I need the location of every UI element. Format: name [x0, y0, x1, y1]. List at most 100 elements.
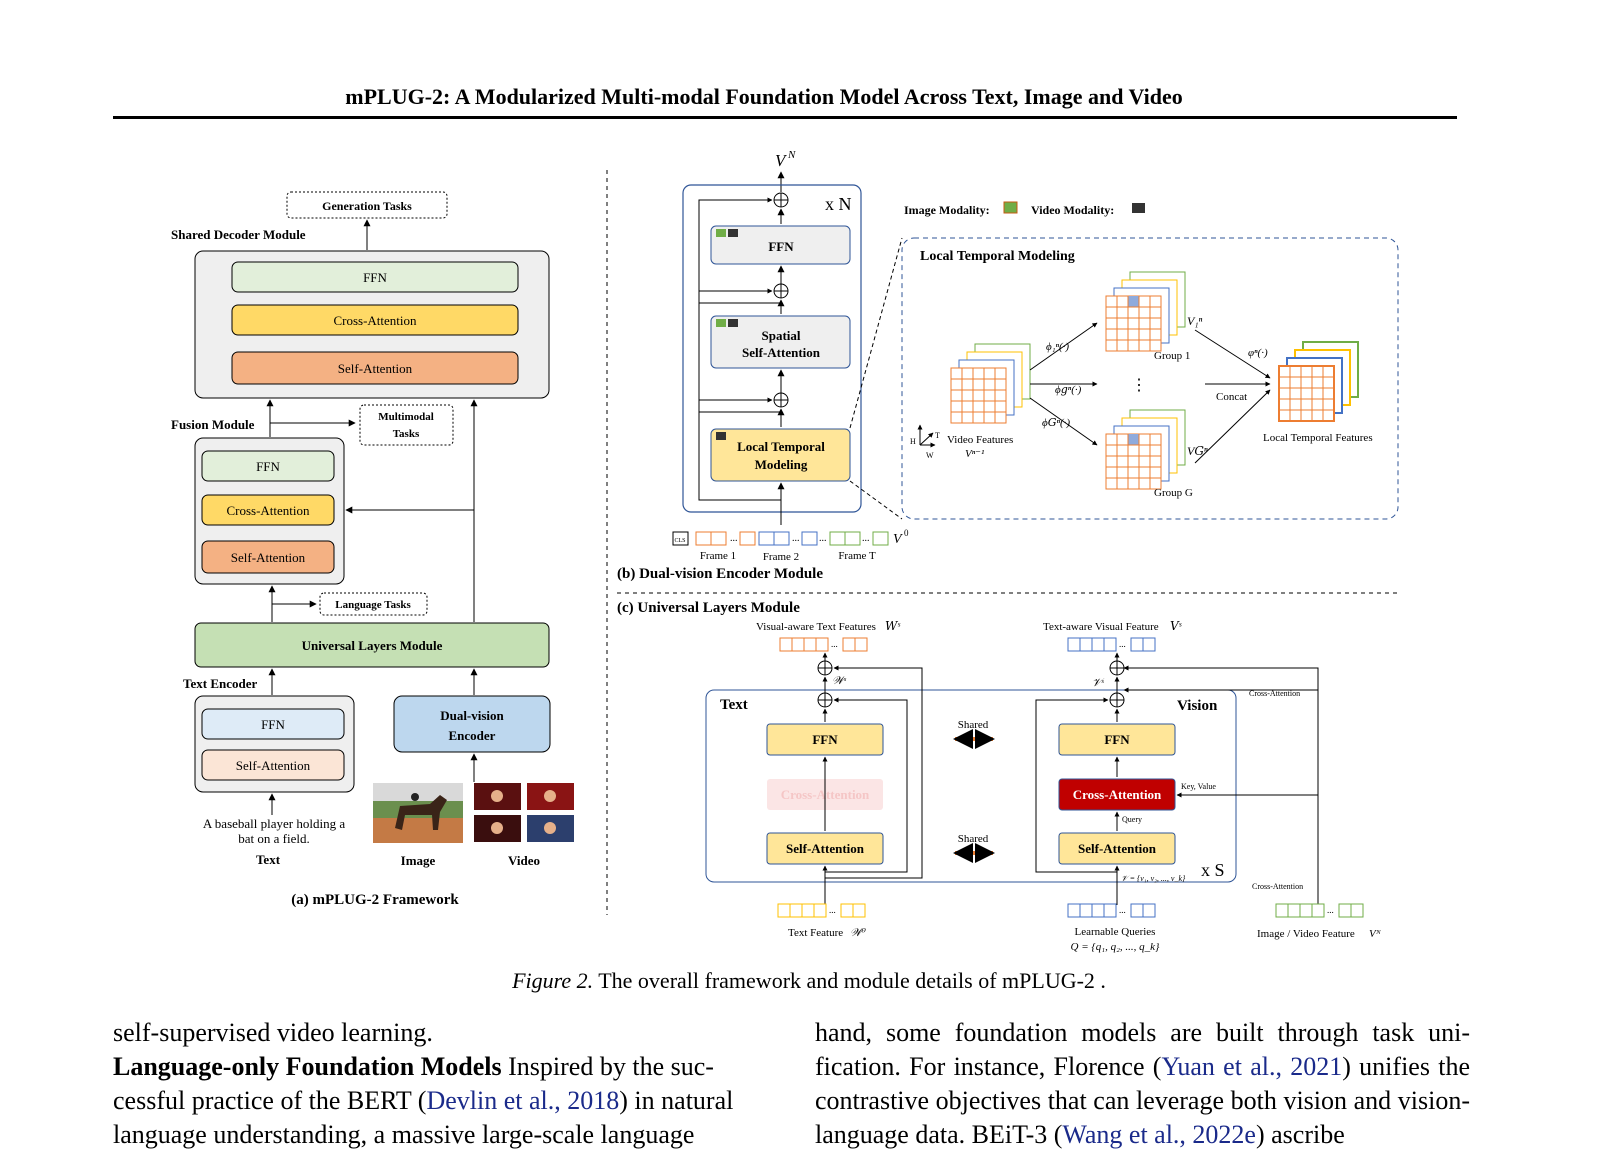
- wcal: 𝒲ˢ: [832, 675, 847, 687]
- universal-layers-label: Universal Layers Module: [302, 638, 443, 653]
- left-line-1: self-supervised video learning.: [113, 1018, 433, 1047]
- phi-g: ϕ𝑔ⁿ(·): [1055, 384, 1082, 396]
- label-text: Text: [256, 852, 281, 867]
- vision-stream-label: Vision: [1177, 698, 1218, 714]
- text-stream-label: Text: [720, 697, 748, 713]
- image-modality-icon: [1003, 201, 1018, 214]
- w0: 𝒲⁰: [850, 927, 867, 939]
- panel-b-caption: (b) Dual-vision Encoder Module: [617, 566, 823, 582]
- citation-yuan[interactable]: Yuan et al., 2021: [1161, 1052, 1343, 1081]
- decoder-self-attention: Self-Attention: [338, 361, 413, 376]
- language-tasks-box: [319, 592, 428, 616]
- generation-tasks-box: [286, 191, 448, 219]
- vGn: V𝐺ⁿ: [1187, 444, 1208, 458]
- repeat-s: x S: [1201, 860, 1225, 880]
- multimodal-tasks-1: Multimodal: [378, 411, 434, 423]
- text-encoder-ffn: FFN: [261, 717, 285, 732]
- right-paragraph-1: hand, some foundation models are built t…: [815, 1016, 1470, 1152]
- multimodal-tasks-box: [359, 404, 454, 446]
- svg-text:...: ...: [1119, 905, 1126, 915]
- figure-caption: Figure 2. The overall framework and modu…: [0, 968, 1618, 994]
- body-column-left: self-supervised video learning. Language…: [113, 1016, 768, 1152]
- fusion-cross-attention: Cross-Attention: [226, 503, 310, 518]
- panel-b-output: V: [775, 151, 788, 170]
- section-heading-language-only: Language-only Foundation Models: [113, 1052, 502, 1081]
- local-temporal-features-label: Local Temporal Features: [1263, 432, 1373, 444]
- axis-h: H: [910, 437, 916, 446]
- fusion-ffn: FFN: [256, 459, 280, 474]
- axis-t: T: [935, 431, 940, 440]
- b-ltm-box: [710, 428, 851, 482]
- sample-text-2: bat on a field.: [238, 831, 309, 846]
- q-set: Q = {q₁, q₂, ..., q_k}: [1071, 941, 1161, 953]
- shared-label-2: Shared: [958, 833, 989, 845]
- b-spatial-1: Spatial: [761, 328, 800, 343]
- groupG-label: Group G: [1154, 487, 1193, 499]
- svg-text:...: ...: [730, 533, 738, 544]
- key-value-label: Key, Value: [1181, 782, 1216, 791]
- svg-text:...: ...: [1327, 905, 1334, 915]
- svg-text:...: ...: [819, 533, 827, 544]
- repeat-n: x N: [825, 194, 852, 214]
- v-set: 𝒱 = {v₁, v₂, ..., v_k}: [1121, 874, 1186, 883]
- svg-text:...: ...: [1119, 639, 1126, 649]
- fusion-self-attention: Self-Attention: [231, 550, 306, 565]
- universal-layer-box: [705, 689, 1237, 883]
- dual-vision-1: Dual-vision: [440, 708, 504, 723]
- b-spatial-box: [710, 315, 851, 369]
- svg-text:...: ...: [829, 905, 836, 915]
- right-p1-text-c: ) ascribe: [1255, 1120, 1345, 1149]
- video-modality-icon: [1132, 203, 1145, 213]
- panel-b: V N x N FFN Spatial Self-Attention Local…: [617, 149, 1399, 582]
- b-ltm-1: Local Temporal: [737, 439, 825, 454]
- video-features-label: Video Features: [947, 434, 1013, 446]
- axis-w: W: [926, 451, 934, 460]
- universal-layers-box: [194, 622, 550, 668]
- v0-sup: 0: [904, 528, 909, 538]
- text-feature-label: Text Feature: [788, 927, 843, 939]
- frame2: Frame 2: [763, 551, 799, 563]
- v0: V: [893, 532, 903, 547]
- b-spatial-2: Self-Attention: [742, 345, 821, 360]
- cls-token: CLS: [674, 538, 685, 544]
- v1n: V₁ⁿ: [1187, 314, 1203, 328]
- panel-a-caption: (a) mPLUG-2 Framework: [291, 892, 459, 908]
- language-tasks-label: Language Tasks: [335, 599, 411, 611]
- generation-tasks-label: Generation Tasks: [322, 199, 412, 213]
- svg-text:...: ...: [792, 533, 800, 544]
- c-text-self-attention: Self-Attention: [786, 841, 865, 856]
- group1-label: Group 1: [1154, 350, 1190, 362]
- b-ltm-2: Modeling: [755, 457, 808, 472]
- citation-devlin[interactable]: Devlin et al., 2018: [426, 1086, 620, 1115]
- groupG-grid: [1105, 409, 1186, 490]
- cross-attention-small-bottom: Cross-Attention: [1252, 882, 1303, 891]
- fusion-module-label: Fusion Module: [171, 417, 255, 432]
- panel-b-output-sup: N: [787, 149, 796, 161]
- image-thumbnail: [373, 783, 463, 843]
- encoder-layer-box: [682, 184, 862, 513]
- c-text-ffn: FFN: [812, 732, 838, 747]
- panel-c: (c) Universal Layers Module Visual-aware…: [617, 600, 1382, 953]
- ltm-title: Local Temporal Modeling: [920, 249, 1075, 264]
- multimodal-tasks-2: Tasks: [393, 428, 420, 440]
- right-p1-text-b: ) unifies the contrastive objectives tha…: [815, 1052, 1470, 1149]
- right-p1-text-a: hand, some foundation models are built t…: [815, 1018, 1470, 1081]
- b-ffn-box: [710, 225, 851, 265]
- header-rule: [113, 116, 1457, 119]
- sample-text-1: A baseball player holding a: [203, 816, 345, 831]
- dual-vision-encoder-box: [393, 695, 551, 753]
- varphi: φⁿ(·): [1248, 347, 1268, 359]
- label-image: Image: [401, 853, 436, 868]
- panel-c-caption: (c) Universal Layers Module: [617, 600, 800, 616]
- video-thumbnails: [474, 783, 574, 842]
- image-modality-label: Image Modality:: [904, 203, 990, 217]
- running-header-title: mPLUG-2: A Modularized Multi-modal Found…: [345, 84, 1183, 109]
- b-ffn: FFN: [768, 239, 794, 254]
- ltm-detail-box: [901, 237, 1399, 520]
- c-vision-self-attention: Self-Attention: [1078, 841, 1157, 856]
- vcal: 𝒱ˢ: [1092, 677, 1105, 689]
- citation-wang[interactable]: Wang et al., 2022e: [1062, 1120, 1256, 1149]
- local-temporal-features-grid: [1278, 341, 1359, 422]
- query-label: Query: [1122, 815, 1142, 824]
- video-features-grid: [950, 343, 1031, 424]
